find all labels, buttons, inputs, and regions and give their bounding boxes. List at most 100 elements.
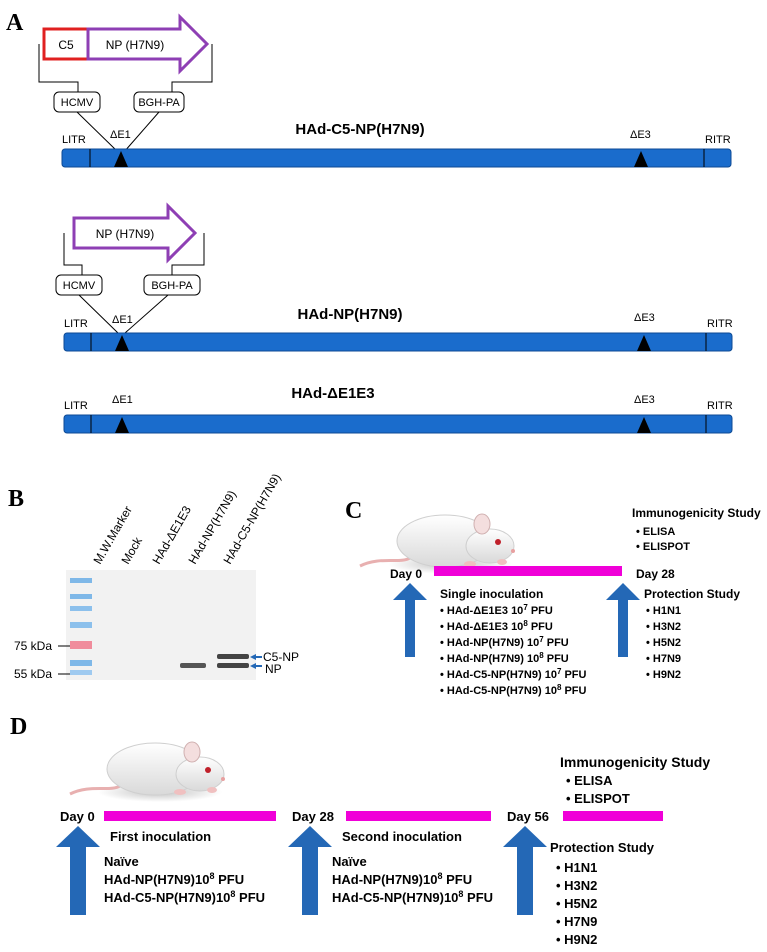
inoculation-arrow (393, 583, 427, 657)
second-inoculation-title: Second inoculation (342, 829, 462, 844)
genome-e1e3: LITR ΔE1 HAd-ΔE1E3 ΔE3 RITR (63, 385, 733, 434)
litr-label: LITR (62, 134, 86, 146)
np-band-label: NP (265, 662, 282, 676)
hcmv-label: HCMV (63, 280, 96, 292)
first-group-list: Naïve HAd-NP(H7N9)108 PFU HAd-C5-NP(H7N9… (104, 854, 265, 905)
svg-text:• HAd-C5-NP(H7N9) 107 PFU: • HAd-C5-NP(H7N9) 107 PFU (440, 667, 587, 681)
genome-bar (61, 148, 732, 168)
construct-name: HAd-ΔE1E3 (291, 385, 374, 402)
np-label: NP (H7N9) (96, 227, 154, 241)
svg-text:• HAd-ΔE1E3 107 PFU: • HAd-ΔE1E3 107 PFU (440, 603, 553, 617)
genome-bar (63, 414, 733, 434)
np-band (217, 663, 249, 668)
timeline-bar (563, 811, 663, 821)
protection-list: • H1N1 • H3N2 • H5N2 • H7N9 • H9N2 (556, 860, 597, 947)
panel-c-label: C (345, 498, 362, 524)
marker-75: 75 kDa (14, 639, 52, 653)
day0-label: Day 0 (390, 567, 422, 581)
c5-np-band-label: C5-NP (263, 650, 299, 664)
svg-text:HAd-NP(H7N9)108 PFU: HAd-NP(H7N9)108 PFU (104, 871, 244, 887)
challenge-arrow (503, 826, 547, 915)
mouse-image (358, 512, 517, 576)
svg-text:HAd-C5-NP(H7N9)108 PFU: HAd-C5-NP(H7N9)108 PFU (332, 889, 493, 905)
np-arrow (72, 202, 198, 264)
construct-name: HAd-C5-NP(H7N9) (295, 121, 424, 138)
panel-d-label: D (10, 714, 27, 740)
day28-label: Day 28 (636, 567, 675, 581)
svg-text:• H5N2: • H5N2 (646, 637, 681, 649)
e1-triangle (115, 335, 129, 351)
first-inoculation-arrow (56, 826, 100, 915)
panel-a-label: A (6, 10, 24, 36)
svg-text:• H1N1: • H1N1 (646, 605, 681, 617)
svg-text:Naïve: Naïve (104, 854, 139, 869)
protection-title: Protection Study (644, 587, 740, 601)
immunogenicity-title: Immunogenicity Study (560, 754, 710, 770)
e3-label: ΔE3 (634, 312, 655, 324)
second-group-list: Naïve HAd-NP(H7N9)108 PFU HAd-C5-NP(H7N9… (332, 854, 493, 905)
c5-box (42, 27, 90, 61)
day28-label: Day 28 (292, 809, 334, 824)
e3-label: ΔE3 (634, 394, 655, 406)
litr-label: LITR (64, 400, 88, 412)
svg-text:• H5N2: • H5N2 (556, 896, 597, 911)
svg-text:• H9N2: • H9N2 (556, 932, 597, 947)
immunogenicity-list: • ELISA • ELISPOT (566, 773, 630, 806)
blot-lane-labels: M.W.Marker Mock HAd-ΔE1E3 HAd-NP(H7N9) H… (90, 471, 283, 566)
genome-bar (63, 332, 733, 352)
lane-label: Mock (118, 534, 145, 567)
svg-text:HAd-NP(H7N9)108 PFU: HAd-NP(H7N9)108 PFU (332, 871, 472, 887)
group-list: • HAd-ΔE1E3 107 PFU • HAd-ΔE1E3 108 PFU … (440, 603, 587, 697)
timeline-bar (104, 811, 276, 821)
day56-label: Day 56 (507, 809, 549, 824)
protection-list: • H1N1 • H3N2 • H5N2 • H7N9 • H9N2 (646, 605, 681, 681)
timeline-bar (434, 566, 622, 576)
construct-name: HAd-NP(H7N9) (298, 306, 403, 323)
panel-b-label: B (8, 486, 24, 512)
e1-triangle (114, 151, 128, 167)
hcmv-label: HCMV (61, 97, 94, 109)
lane-label: HAd-C5-NP(H7N9) (220, 471, 283, 566)
e1-triangle (115, 417, 129, 433)
svg-text:• H1N1: • H1N1 (556, 860, 597, 875)
genome-c5-np: LITR ΔE1 HAd-C5-NP(H7N9) ΔE3 RITR (61, 121, 732, 168)
second-inoculation-arrow (288, 826, 332, 915)
ritr-label: RITR (705, 134, 731, 146)
svg-text:• ELISA: • ELISA (566, 773, 613, 788)
construct-2-insert: NP (H7N9) HCMV BGH-PA (55, 202, 205, 334)
marker-55: 55 kDa (14, 667, 52, 681)
svg-text:• H3N2: • H3N2 (556, 878, 597, 893)
e3-triangle (637, 417, 651, 433)
western-blot: 75 kDa 55 kDa C5-NP NP (14, 570, 299, 681)
e1-label: ΔE1 (112, 314, 133, 326)
svg-text:• HAd-C5-NP(H7N9) 108 PFU: • HAd-C5-NP(H7N9) 108 PFU (440, 683, 587, 697)
e1-label: ΔE1 (112, 394, 133, 406)
litr-label: LITR (64, 318, 88, 330)
c5-np-band (217, 654, 249, 659)
ritr-label: RITR (707, 318, 733, 330)
np-label: NP (H7N9) (106, 38, 164, 52)
svg-text:• HAd-ΔE1E3 108 PFU: • HAd-ΔE1E3 108 PFU (440, 619, 553, 633)
single-inoculation-title: Single inoculation (440, 587, 543, 601)
svg-text:• HAd-NP(H7N9) 108 PFU: • HAd-NP(H7N9) 108 PFU (440, 651, 569, 665)
svg-text:• H3N2: • H3N2 (646, 621, 681, 633)
svg-text:• ELISPOT: • ELISPOT (566, 791, 630, 806)
day0-label: Day 0 (60, 809, 95, 824)
construct-1-insert: C5 NP (H7N9) HCMV BGH-PA (38, 13, 213, 153)
e3-triangle (634, 151, 648, 167)
svg-text:• ELISA: • ELISA (636, 526, 675, 538)
challenge-arrow (606, 583, 640, 657)
svg-text:• H7N9: • H7N9 (646, 653, 681, 665)
e3-triangle (637, 335, 651, 351)
svg-text:Naïve: Naïve (332, 854, 367, 869)
e1-label: ΔE1 (110, 129, 131, 141)
bgh-pa-label: BGH-PA (138, 97, 180, 109)
immunogenicity-list: • ELISA • ELISPOT (636, 526, 690, 553)
svg-text:• H9N2: • H9N2 (646, 669, 681, 681)
c5-label: C5 (58, 38, 74, 52)
mouse-image (68, 740, 227, 804)
protection-title: Protection Study (550, 840, 655, 855)
bgh-pa-label: BGH-PA (151, 280, 193, 292)
svg-text:• H7N9: • H7N9 (556, 914, 597, 929)
